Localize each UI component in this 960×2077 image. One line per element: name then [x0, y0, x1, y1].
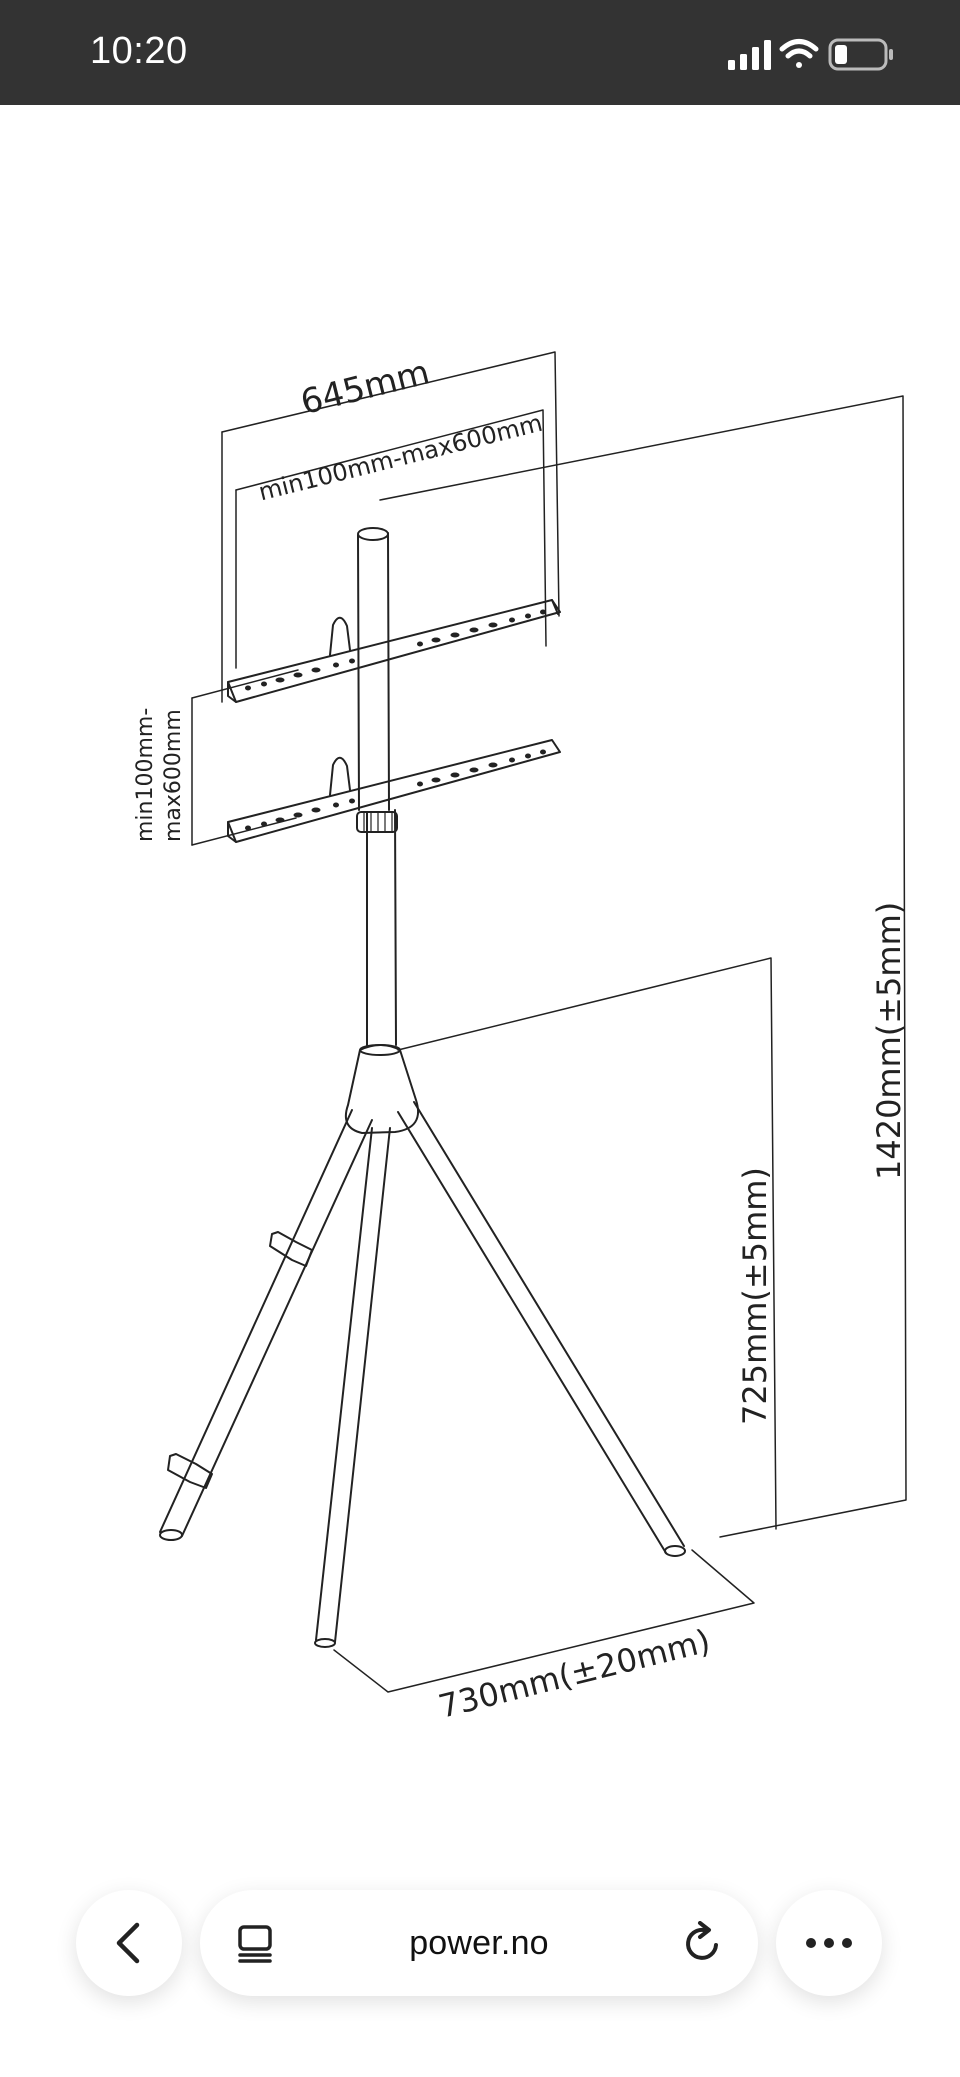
- battery-icon: [828, 38, 893, 71]
- total-height-label: 1420mm(±5mm): [870, 902, 908, 1180]
- more-icon: [806, 1938, 852, 1948]
- status-time: 10:20: [90, 30, 188, 72]
- pole: [357, 527, 397, 1046]
- upper-mounting-bracket: [227, 599, 561, 703]
- status-icons: [728, 38, 893, 71]
- tripod-hub: [344, 1044, 420, 1134]
- reload-icon[interactable]: [682, 1921, 724, 1965]
- chevron-left-icon: [116, 1922, 140, 1964]
- tripod-height-label: 725mm(±5mm): [736, 1167, 774, 1425]
- signal-icon: [728, 40, 771, 70]
- browser-bottom-bar: power.no: [0, 1890, 960, 2000]
- tripod-leg-right: [397, 1101, 686, 1557]
- status-bar: 10:20: [0, 0, 960, 105]
- vertical-spacing-dimension-frame: [191, 669, 299, 846]
- leg-spread-label: 730mm(±20mm): [435, 1622, 714, 1726]
- tripod-leg-left: [159, 1109, 373, 1541]
- hole-spacing-horizontal-label: min100mm-max600mm: [256, 409, 545, 507]
- hole-spacing-dimension-frame: [235, 409, 547, 669]
- back-button[interactable]: [76, 1890, 182, 1996]
- leg-spread-dimension-frame: [333, 1549, 755, 1693]
- more-button[interactable]: [776, 1890, 882, 1996]
- tripod-leg-center: [314, 1127, 391, 1648]
- hole-spacing-vertical-label-1: min100mm-: [133, 708, 158, 842]
- top-width-label: 645mm: [297, 352, 434, 423]
- tripod-height-dimension-frame: [397, 957, 777, 1530]
- wifi-icon: [779, 39, 819, 68]
- top-width-dimension-frame: [221, 351, 560, 703]
- tv-stand-diagram: 645mm min100mm-max600mm min100mm- max600…: [133, 351, 908, 1726]
- lower-bracket-slots: [245, 749, 546, 831]
- page-content: 645mm min100mm-max600mm min100mm- max600…: [0, 105, 960, 2077]
- url-text[interactable]: power.no: [409, 1924, 549, 1962]
- tabs-icon[interactable]: [236, 1923, 274, 1963]
- address-bar[interactable]: power.no: [200, 1890, 758, 1996]
- height-adjust-knob: [356, 811, 398, 833]
- hole-spacing-vertical-label-2: max600mm: [161, 709, 186, 842]
- lower-mounting-bracket: [227, 739, 561, 843]
- total-height-dimension-frame: [379, 395, 907, 1538]
- upper-bracket-slots: [245, 609, 546, 691]
